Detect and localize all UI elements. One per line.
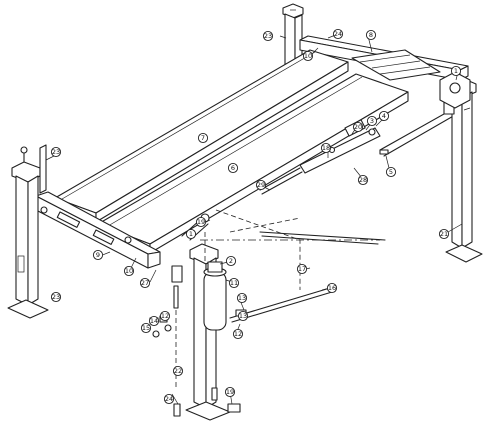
callout-19: 19: [195, 216, 207, 228]
front-post-left: [7, 144, 49, 319]
callout-22: 22: [172, 365, 184, 377]
callout-label: 6: [231, 164, 235, 172]
callout-10b: 10: [302, 50, 314, 62]
callout-3: 3: [366, 115, 378, 127]
callout-label: 18: [322, 144, 330, 152]
callout-label: 22: [174, 367, 182, 375]
callout-28: 28: [357, 174, 369, 186]
callout-label: 10: [125, 267, 133, 275]
callout-26: 27: [139, 277, 151, 289]
callout-19b: 19: [224, 386, 236, 398]
callout-20: 20: [352, 121, 364, 133]
callout-label: 19: [226, 388, 234, 396]
callout-label: 13: [238, 294, 246, 302]
callout-label: 10: [304, 52, 312, 60]
callout-17: 17: [296, 263, 308, 275]
callout-23b: 23: [262, 30, 274, 42]
callout-24: 24: [163, 393, 175, 405]
power-unit: [203, 261, 227, 331]
callout-5: 5: [385, 166, 397, 178]
callout-label: 21: [440, 230, 448, 238]
callout-label: 13: [239, 312, 247, 320]
callout-24b: 24: [332, 28, 344, 40]
callout-label: 7: [201, 134, 205, 142]
callout-12b: 12: [159, 310, 171, 322]
callout-27: 23: [50, 146, 62, 158]
rear-post-right: [443, 77, 483, 263]
callout-label: 2: [229, 257, 233, 265]
callout-6: 6: [227, 162, 239, 174]
callout-label: 16: [328, 284, 336, 292]
callout-label: 20: [354, 123, 362, 131]
callout-label: 1: [189, 230, 193, 238]
callout-label: 17: [298, 265, 306, 273]
pulley-block-right: [439, 71, 471, 109]
callout-label: 9: [96, 251, 100, 259]
callout-23: 23: [50, 291, 62, 303]
rear-ramp: [351, 49, 441, 81]
callout-label: 24: [334, 30, 342, 38]
callout-label: 19: [197, 218, 205, 226]
callout-1: 1: [185, 228, 197, 240]
rear-post-back: [282, 3, 304, 71]
callout-1b: 1: [450, 65, 462, 77]
callout-11: 11: [228, 277, 240, 289]
callout-29: 29: [255, 179, 267, 191]
callout-label: 23: [264, 32, 272, 40]
callout-label: 1: [454, 67, 458, 75]
callout-label: 15: [142, 324, 150, 332]
callout-13: 13: [236, 292, 248, 304]
callout-4: 4: [378, 110, 390, 122]
callout-12: 12: [232, 328, 244, 340]
callout-label: 24: [165, 395, 173, 403]
callout-2: 2: [225, 255, 237, 267]
callout-label: 27: [141, 279, 149, 287]
callout-21: 21: [438, 228, 450, 240]
front-crossbeam: [35, 191, 161, 269]
callout-label: 29: [257, 181, 265, 189]
callout-16: 16: [326, 282, 338, 294]
callout-18: 18: [320, 142, 332, 154]
callout-9: 9: [92, 249, 104, 261]
callout-label: 14: [150, 317, 158, 325]
callout-label: 23: [52, 148, 60, 156]
callout-10: 10: [123, 265, 135, 277]
callout-label: 12: [234, 330, 242, 338]
callout-7: 7: [197, 132, 209, 144]
callout-label: 8: [369, 31, 373, 39]
callout-label: 5: [389, 168, 393, 176]
callout-label: 3: [370, 117, 374, 125]
callout-label: 23: [52, 293, 60, 301]
callout-15: 15: [140, 322, 152, 334]
callout-13b: 13: [237, 310, 249, 322]
callout-14: 14: [148, 315, 160, 327]
callout-label: 28: [359, 176, 367, 184]
callout-label: 4: [382, 112, 386, 120]
callout-8: 8: [365, 29, 377, 41]
callout-label: 11: [230, 279, 238, 287]
callout-label: 12: [161, 312, 169, 320]
